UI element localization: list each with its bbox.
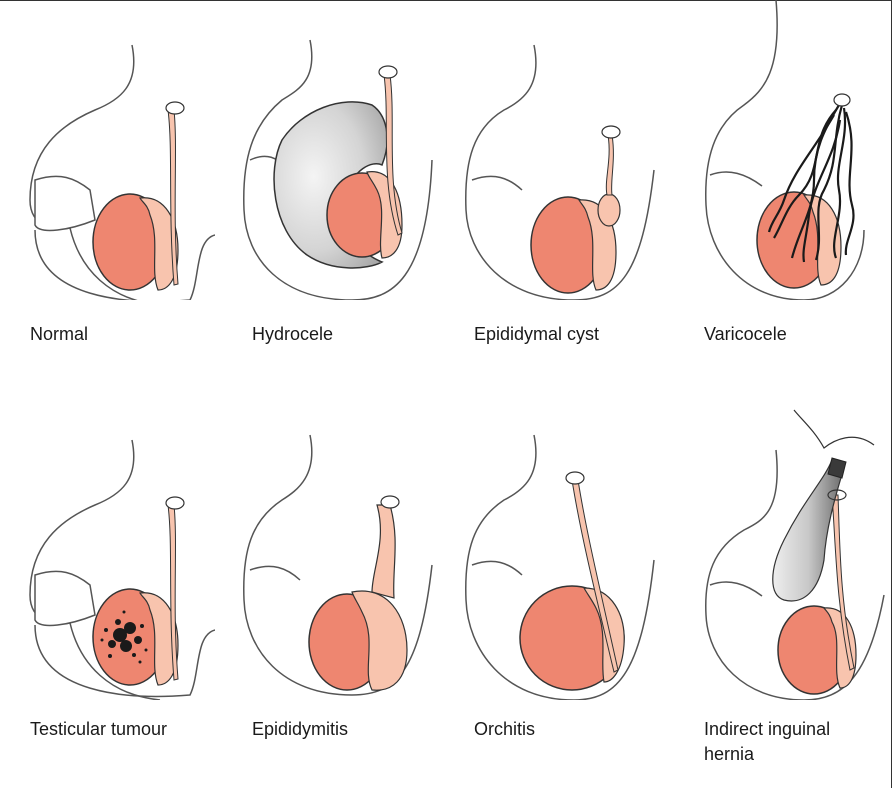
- varicocele-diagram: [674, 0, 889, 300]
- panel-testicular-tumour: Testicular tumour: [0, 400, 215, 700]
- caption-epididymitis: Epididymitis: [252, 717, 348, 742]
- caption-line-1: Indirect inguinal: [704, 717, 830, 742]
- orchitis-diagram: [444, 400, 659, 700]
- caption-hydrocele: Hydrocele: [252, 322, 333, 347]
- panel-varicocele: Varicocele: [674, 0, 889, 300]
- normal-diagram: [0, 0, 215, 300]
- panel-orchitis: Orchitis: [444, 400, 659, 700]
- panel-normal: Normal: [0, 0, 215, 300]
- caption-epididymal-cyst: Epididymal cyst: [474, 322, 599, 347]
- panel-epididymitis: Epididymitis: [222, 400, 437, 700]
- caption-orchitis: Orchitis: [474, 717, 535, 742]
- panel-hydrocele: Hydrocele: [222, 0, 437, 300]
- caption-testicular-tumour: Testicular tumour: [30, 717, 167, 742]
- panel-indirect-inguinal-hernia: Indirect inguinal hernia: [674, 400, 889, 700]
- indirect-inguinal-hernia-diagram: [674, 400, 889, 700]
- hydrocele-diagram: [222, 0, 437, 300]
- caption-indirect-inguinal-hernia: Indirect inguinal hernia: [704, 717, 830, 767]
- epididymal-cyst-diagram: [444, 0, 659, 300]
- testicular-tumour-diagram: [0, 400, 215, 700]
- caption-line-2: hernia: [704, 742, 830, 767]
- caption-varicocele: Varicocele: [704, 322, 787, 347]
- epididymitis-diagram: [222, 400, 437, 700]
- panel-epididymal-cyst: Epididymal cyst: [444, 0, 659, 300]
- caption-normal: Normal: [30, 322, 88, 347]
